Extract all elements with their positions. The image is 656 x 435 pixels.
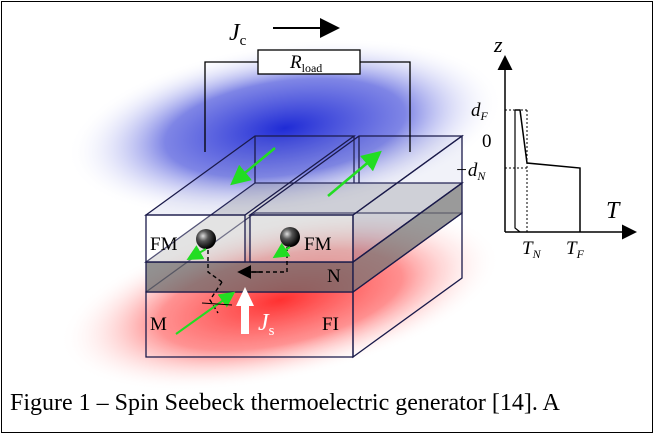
label-fm-left: FM — [150, 234, 178, 255]
tick-dF: dF — [471, 100, 489, 123]
t-axis-label: T — [606, 198, 621, 224]
circuit-wires — [204, 61, 411, 152]
temperature-curve-line — [515, 109, 581, 232]
magnetization-arrow — [175, 291, 236, 335]
tick-TF: TF — [566, 238, 585, 261]
label-m: M — [150, 314, 167, 335]
spin-arrow-electron-left — [186, 245, 207, 260]
load-label: Rload — [289, 52, 322, 75]
tick-dN: −dN — [455, 160, 486, 183]
electron-right — [280, 227, 300, 247]
temperature-profile: z T dF 0 −dN TN TF — [455, 32, 637, 261]
figure-caption: Figure 1 – Spin Seebeck thermoelectric g… — [10, 390, 560, 416]
tick-TN: TN — [522, 238, 542, 261]
tick-zero: 0 — [482, 131, 492, 152]
magnetization-guide — [201, 302, 233, 306]
fm-right-bar — [247, 134, 465, 264]
spin-current-label: Js — [258, 310, 275, 339]
spin-current-arrow — [236, 287, 254, 334]
label-fi: FI — [322, 314, 339, 335]
cold-region-glow — [66, 38, 504, 218]
charge-current-label: Jc — [229, 20, 247, 49]
load-resistor — [257, 49, 361, 75]
z-axis-label: z — [493, 32, 503, 57]
label-n: N — [327, 266, 341, 287]
electron-left — [196, 229, 216, 249]
spin-arrow-fm-right-top — [327, 150, 382, 197]
spin-arrow-fm-left-top — [230, 147, 276, 186]
label-fm-right: FM — [304, 234, 332, 255]
spin-arrow-electron-right — [272, 242, 291, 259]
